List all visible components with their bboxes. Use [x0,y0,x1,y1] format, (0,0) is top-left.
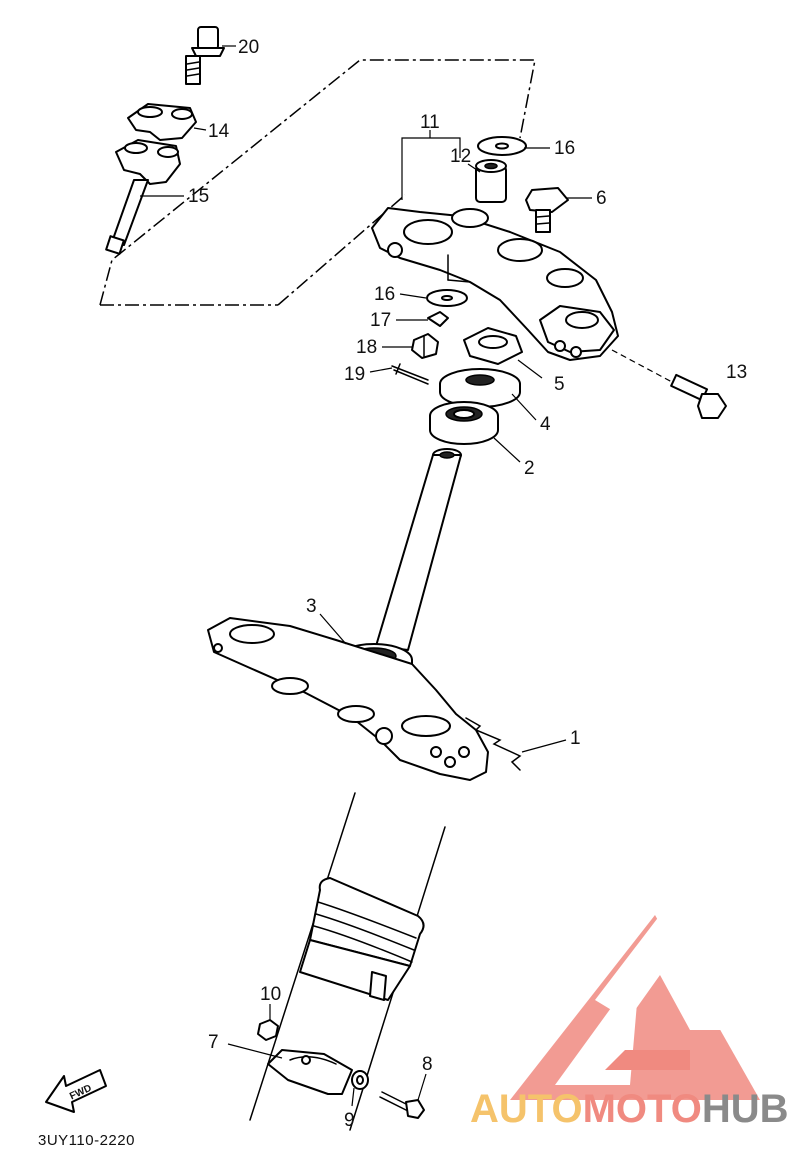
callout-8: 8 [422,1054,433,1075]
watermark-hub: HUB [702,1087,789,1131]
callout-18: 18 [356,337,377,358]
callout-13: 13 [726,362,747,383]
callout-3: 3 [306,596,317,617]
callout-12: 12 [450,146,471,167]
collar-12 [475,159,507,203]
bolt-8 [379,1091,425,1119]
callouts: 20 14 15 11 12 16 6 16 17 18 19 5 4 2 13… [188,37,747,1131]
nut-18 [411,333,439,359]
callout-19: 19 [344,364,365,385]
nut-10 [257,1019,279,1041]
callout-6: 6 [596,188,607,209]
handlebar-holder-upper-14 [127,103,197,141]
svg-text:AUTOMOTOHUB: AUTOMOTOHUB [470,1087,789,1131]
ring-nut-5 [463,327,523,365]
callout-5: 5 [554,374,565,395]
callout-2: 2 [524,458,535,479]
bolt-13 [611,349,727,419]
cable-guide-7 [267,1049,353,1095]
pin-19 [391,363,429,385]
fork-tube [249,792,446,1131]
upper-bracket-11 [371,207,619,361]
assembly-bracket-side [277,194,406,306]
watermark-logo [510,915,760,1100]
callout-10: 10 [260,984,281,1005]
under-bracket [207,617,489,781]
assembly-bracket-line [99,59,536,306]
handlebar-holder-lower-15 [105,139,181,255]
steering-stem [375,448,462,651]
bearing-2 [429,401,499,445]
callout-16-lower: 16 [374,284,395,305]
wire-clip-1 [465,717,522,771]
leader-lines [140,45,592,1107]
watermark-moto: MOTO [583,1087,702,1131]
bearing-cover-4 [439,368,521,408]
diagram-code: 3UY110-2220 [38,1132,135,1149]
fwd-arrow-icon: FWD [45,1069,107,1113]
watermark-text: AUTOMOTOHUB [470,1087,789,1131]
callout-7: 7 [208,1032,219,1053]
callout-17: 17 [370,310,391,331]
bolt-20 [185,26,225,85]
callout-20: 20 [238,37,259,58]
washer-9 [351,1070,369,1090]
watermark-auto: AUTO [470,1087,583,1131]
callout-4: 4 [540,414,551,435]
callout-11: 11 [420,112,440,133]
callout-14: 14 [208,121,230,142]
callout-9: 9 [344,1110,355,1131]
bolt-6 [525,187,569,233]
clip-17 [427,311,449,327]
callout-15: 15 [188,186,209,207]
callout-16-top: 16 [554,138,575,159]
callout-1: 1 [570,728,581,749]
